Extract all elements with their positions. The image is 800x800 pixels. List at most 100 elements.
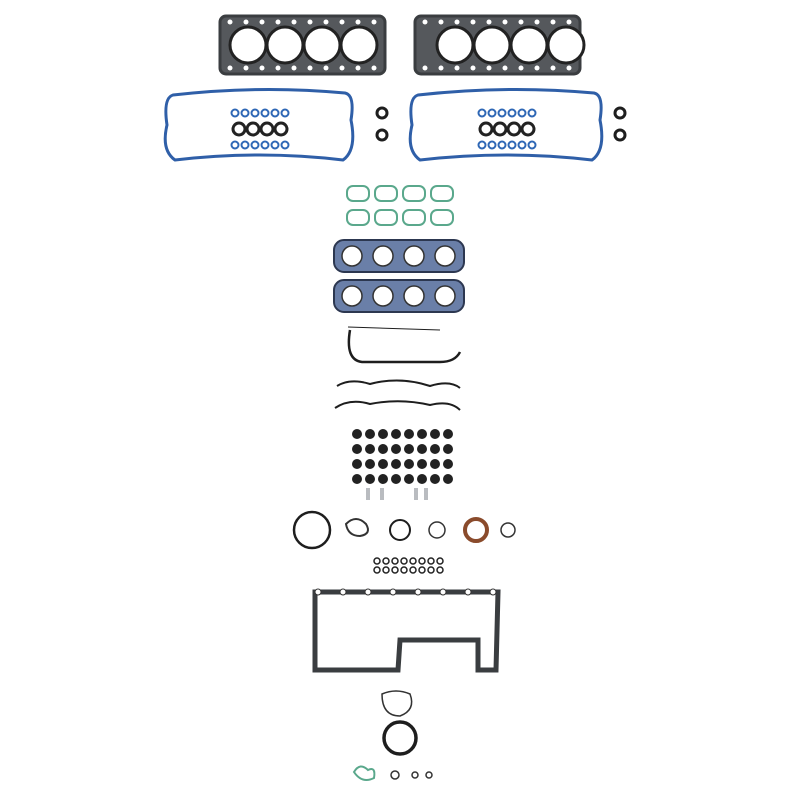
bolt-hole [534,65,540,71]
bolt-hole [422,19,428,25]
spark-plug-tube-seal [273,121,289,137]
dowel-pin [380,488,384,500]
bolt-hole [291,19,297,25]
cylinder-bore [228,25,268,65]
small-o-ring [409,557,417,565]
valve-stem-seal [430,459,440,469]
valve-stem-seal [404,444,414,454]
bolt-hole [470,65,476,71]
seal [527,108,537,118]
valve-stem-seal [365,429,375,439]
bolt-hole [371,65,377,71]
gasket-outline [163,87,355,162]
seal [517,140,527,150]
exhaust-manifold-gasket [333,279,465,313]
small-o-ring [427,557,435,565]
o-ring [390,770,400,780]
bolt-hole [566,65,572,71]
timing-cover-seal [336,379,461,389]
small-o-ring [391,557,399,565]
gasket [344,518,369,538]
port [434,245,456,267]
timing-cover-seal [347,326,441,331]
valve-stem-seal [404,474,414,484]
intake-manifold-gasket [346,185,370,202]
small-o-ring [436,566,444,574]
valve-cover-gasket [163,87,355,162]
small-o-ring [409,566,417,574]
port [372,285,394,307]
small-o-ring [436,557,444,565]
bolt-hole [454,19,460,25]
bolt-hole [307,19,313,25]
valve-stem-seal [443,474,453,484]
port [372,245,394,267]
spark-plug-tube-seal [478,121,494,137]
small-o-ring [382,557,390,565]
oil-pan-gasket [312,588,501,673]
valve-stem-seal [443,459,453,469]
intake-manifold-gasket [346,209,370,226]
bolt-hole [439,588,447,596]
bolt-hole [486,65,492,71]
exhaust-manifold-gasket [333,239,465,273]
spark-plug-tube-seal [520,121,536,137]
o-ring [411,771,419,779]
valve-stem-seal [417,459,427,469]
seal [250,108,260,118]
valve-stem-seal [391,429,401,439]
valve-stem-seal [430,429,440,439]
valve-stem-seal [352,444,362,454]
intake-manifold-gasket [430,185,454,202]
bolt-hole [355,65,361,71]
seal [280,108,290,118]
seal [487,108,497,118]
bolt-hole [323,65,329,71]
valve-cover-gasket [408,87,604,162]
cylinder-bore [509,25,549,65]
valve-stem-seal [404,429,414,439]
bolt-hole [534,19,540,25]
intake-manifold-gasket [374,185,398,202]
valve-stem-seal [378,474,388,484]
bolt-hole [307,65,313,71]
valve-stem-seal [417,474,427,484]
o-ring [375,106,389,120]
valve-stem-seal [443,444,453,454]
valve-stem-seal [365,444,375,454]
valve-stem-seal [391,474,401,484]
bolt-hole [502,65,508,71]
seal [280,140,290,150]
gasket [352,765,376,781]
bolt-hole [422,65,428,71]
valve-stem-seal [391,444,401,454]
bolt-hole [371,19,377,25]
seal [250,140,260,150]
cylinder-bore [339,25,379,65]
valve-stem-seal [417,444,427,454]
intake-manifold-gasket [430,209,454,226]
bolt-hole [454,65,460,71]
o-ring [500,522,516,538]
bolt-hole [464,588,472,596]
small-o-ring [373,557,381,565]
front-crank-seal [463,517,489,543]
bolt-hole [227,65,233,71]
bolt-hole [364,588,372,596]
spark-plug-tube-seal [245,121,261,137]
dowel-pin [424,488,428,500]
spark-plug-tube-seal [506,121,522,137]
bolt-hole [243,19,249,25]
seal [270,140,280,150]
bolt-hole [518,65,524,71]
port [434,285,456,307]
small-o-ring [418,566,426,574]
seal [497,108,507,118]
seal [497,140,507,150]
bolt-hole [291,65,297,71]
o-ring [613,128,627,142]
cylinder-head-gasket [218,14,387,76]
valve-stem-seal [352,429,362,439]
bolt-hole [227,19,233,25]
